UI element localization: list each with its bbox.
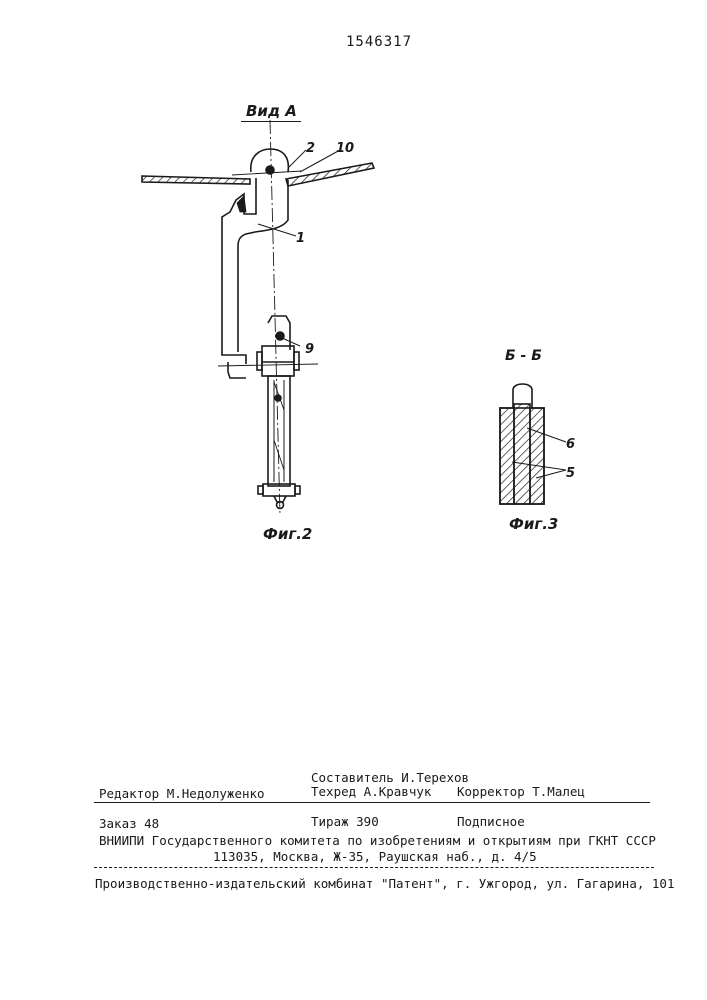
knife-body [268, 376, 290, 486]
footer-editor: Редактор М.Недолуженко [99, 786, 265, 801]
footer-compiler: Составитель И.Терехов [311, 770, 469, 785]
callout-9: 9 [305, 342, 314, 357]
holder-clamp [262, 346, 294, 376]
figure-2-caption: Фиг.2 [263, 525, 312, 543]
section-blade [514, 404, 530, 504]
callout-2: 2 [306, 141, 315, 156]
footer-order: Заказ 48 [99, 816, 159, 831]
knife-foot-nut-right [295, 486, 300, 494]
footer-rule-top [94, 802, 650, 803]
section-plate-left [500, 408, 514, 504]
leader-9 [282, 338, 300, 346]
figure-3-caption: Фиг.3 [509, 515, 558, 533]
sheet-right [286, 163, 374, 186]
knife-foot-nut-left [258, 486, 263, 494]
footer-corrector: Корректор Т.Малец [457, 784, 585, 799]
fig2-drawing [142, 120, 374, 515]
pin-axis-mark [218, 364, 318, 366]
footer-circulation: Тираж 390 [311, 814, 379, 829]
callout-5: 5 [566, 466, 575, 481]
sheet-left [142, 176, 250, 184]
footer-rule-bottom [94, 867, 654, 868]
callout-10: 10 [336, 141, 354, 156]
bracket-lower-return [228, 362, 246, 378]
footer-institution: ВНИИПИ Государственного комитета по изоб… [99, 833, 656, 848]
holder-clamp-nut-right [294, 352, 299, 370]
leader-2 [288, 150, 306, 168]
footer-address: 113035, Москва, Ж-35, Раушская наб., д. … [213, 849, 537, 864]
footer-techred: Техред А.Кравчук [311, 784, 431, 799]
section-plate-right [530, 408, 544, 504]
footer-publisher: Производственно-издательский комбинат "П… [95, 876, 674, 891]
knife-rivet [275, 395, 281, 401]
footer-subscription: Подписное [457, 814, 525, 829]
callout-1: 1 [296, 231, 305, 246]
fig3-drawing [500, 384, 566, 504]
callout-6: 6 [566, 437, 575, 452]
section-title: Б - Б [505, 348, 542, 364]
hinge-pin [266, 166, 274, 174]
holder-clamp-nut-left [257, 352, 262, 370]
